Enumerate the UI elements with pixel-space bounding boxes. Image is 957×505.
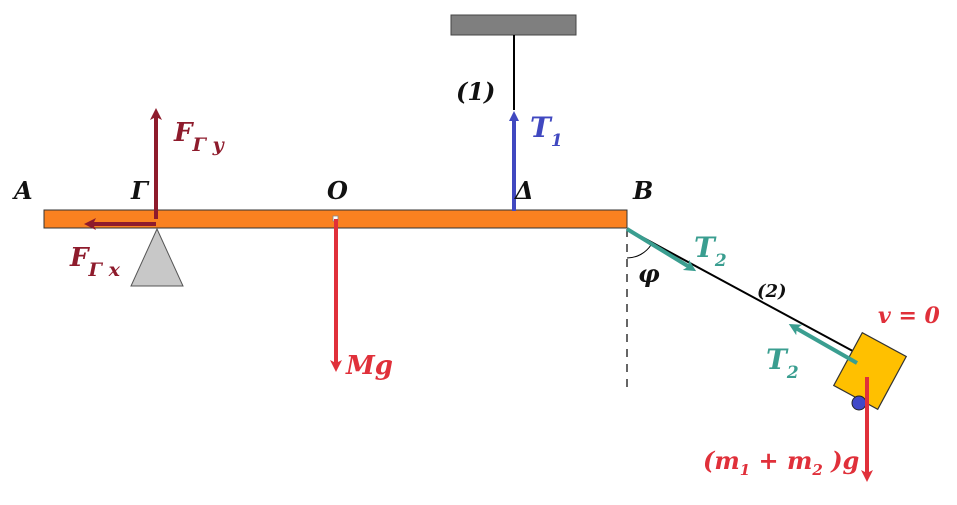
t1-label-sub: 1 (551, 131, 563, 151)
total-weight-label: (m1 + m2 )g (703, 446, 859, 479)
block-ball (851, 395, 867, 411)
string-1-label: (1) (456, 77, 495, 106)
fy-label: FΓ y (173, 118, 226, 156)
point-label-a: A (12, 176, 33, 205)
ceiling (450, 14, 577, 36)
hanging-block (832, 331, 908, 411)
string-2 (626, 228, 863, 357)
fy-label-main: F (173, 118, 194, 148)
t1-label-main: T (530, 111, 553, 144)
t2-rod-label-main: T (694, 231, 717, 264)
point-label-gamma: Γ (130, 176, 150, 205)
fx-label-sub: Γ x (87, 259, 120, 281)
mg-label: Mg (345, 351, 393, 381)
tension-t2-rod-arrow (625, 227, 697, 272)
string-2-label: (2) (757, 281, 787, 302)
point-label-o: O (327, 176, 348, 205)
total-weight-plus: + m (750, 446, 812, 475)
fx-label: FΓ x (69, 243, 121, 281)
fx-label-main: F (69, 243, 90, 273)
t2-block-label-sub: 2 (786, 363, 799, 383)
t2-block-label-main: T (766, 343, 789, 376)
angle-phi-arc (626, 244, 652, 259)
total-weight-close: )g (823, 446, 860, 475)
total-weight-open: (m (703, 446, 740, 475)
t1-label: T1 (530, 111, 563, 151)
point-label-delta: Δ (514, 176, 534, 205)
t2-block-label: T2 (766, 343, 799, 383)
angle-phi-label: φ (638, 259, 660, 288)
support-triangle (130, 227, 184, 287)
t2-rod-label: T2 (694, 231, 727, 271)
t2-rod-label-sub: 2 (714, 251, 727, 271)
total-weight-sub1: 1 (740, 461, 750, 479)
total-weight-sub2: 2 (811, 461, 822, 479)
point-label-b: B (632, 176, 653, 205)
fy-label-sub: Γ y (191, 134, 225, 156)
tension-t2-block-arrow (788, 324, 858, 365)
velocity-label: v = 0 (878, 303, 941, 329)
